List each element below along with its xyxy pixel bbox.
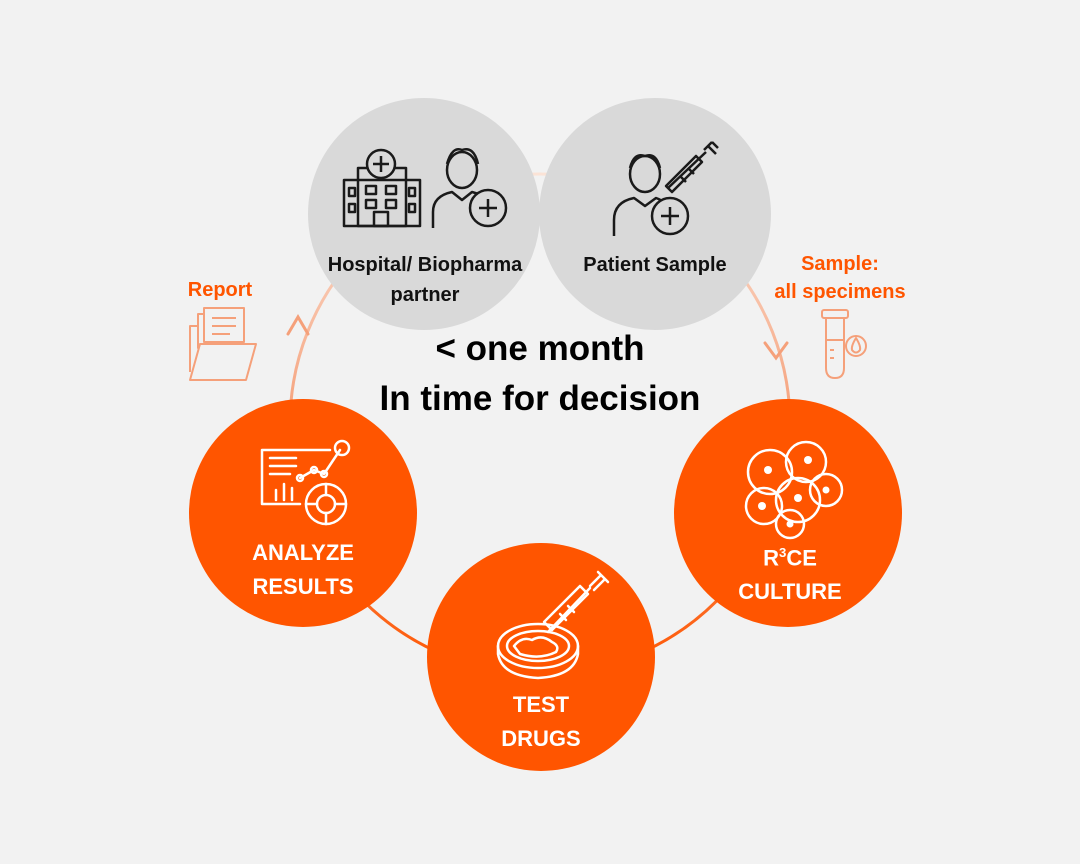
test-label-line1: TEST [512, 692, 570, 717]
analyze-circle [189, 399, 417, 627]
center-message: < one month In time for decision [290, 324, 790, 424]
sample-label-line2: all specimens [774, 281, 906, 303]
analyze-label: ANALYZE RESULTS [203, 536, 403, 604]
petri-dish-syringe-icon [496, 570, 610, 680]
patient-label: Patient Sample [583, 254, 727, 276]
partner-circle [308, 98, 540, 330]
cycle-arrow-up-icon [286, 314, 310, 336]
culture-label-line2: CULTURE [738, 579, 842, 605]
culture-label-line1: R3CE [690, 536, 890, 575]
analytics-dashboard-icon [260, 439, 351, 526]
sample-label: Sample: all specimens [760, 250, 920, 306]
hospital-icon [342, 148, 422, 228]
culture-label-rest: CE [786, 545, 817, 571]
partner-label-line1: Hospital/ Biopharma [327, 254, 523, 276]
test-tube-icon [821, 309, 867, 379]
test-label: TEST DRUGS [441, 688, 641, 756]
report-label: Report [187, 279, 253, 301]
partner-label: Hospital/ Biopharma partner [300, 250, 550, 310]
test-label-line2: DRUGS [501, 726, 581, 751]
partner-label-line2: partner [390, 284, 460, 306]
sample-label-line1: Sample: [801, 253, 879, 275]
patient-syringe-icon [612, 141, 719, 236]
center-line1: < one month [435, 329, 645, 368]
analyze-label-line1: ANALYZE [252, 540, 354, 565]
culture-label-superscript: 3 [778, 545, 787, 560]
cell-cluster-icon [744, 440, 844, 540]
culture-label: R3CE CULTURE [690, 536, 890, 609]
culture-circle [674, 399, 902, 627]
report-folder-icon [189, 307, 257, 381]
cycle-arrow-down-icon [763, 341, 789, 361]
center-line2: In time for decision [379, 379, 701, 418]
analyze-label-line2: RESULTS [252, 574, 354, 599]
culture-label-base: R [763, 545, 779, 571]
doctor-icon [431, 148, 508, 228]
